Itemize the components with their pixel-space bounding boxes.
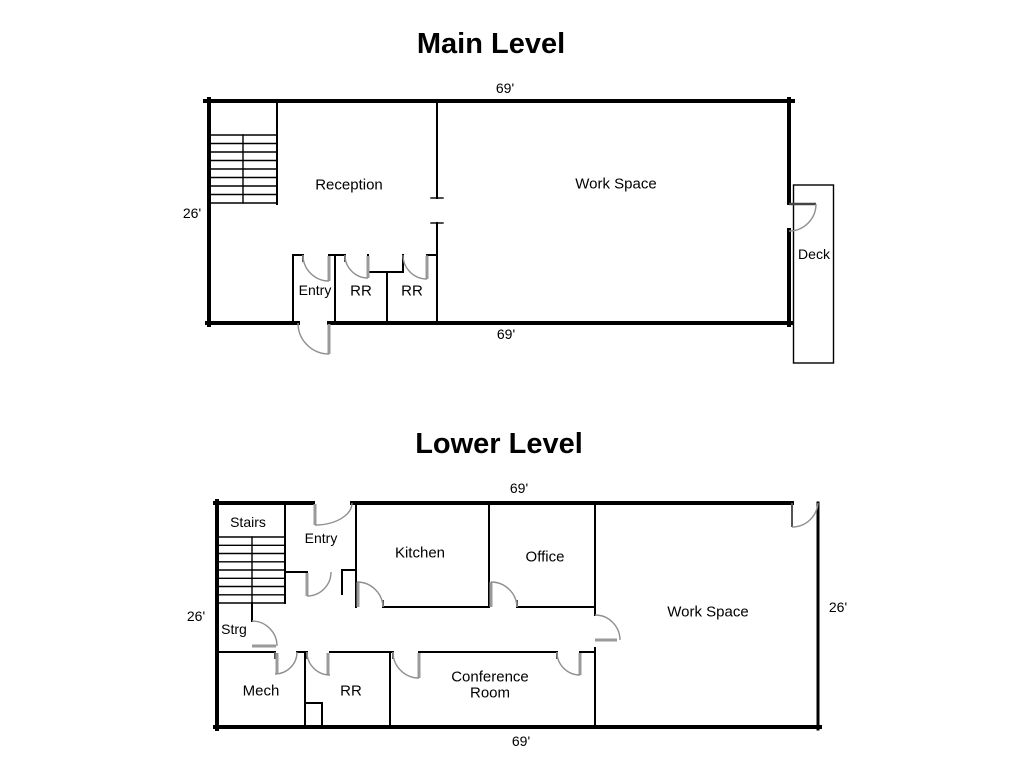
lower-dim-bottom: 69' [512, 733, 530, 749]
door-arc [274, 651, 298, 675]
door-arc [302, 254, 330, 282]
closet-wall [304, 702, 323, 728]
door-arc [392, 651, 420, 679]
room-label-stairs: Stairs [230, 514, 266, 530]
lower-level-plan: Lower Level 69' 69' 26' 26' [187, 428, 847, 749]
room-label-entry-lower: Entry [305, 530, 338, 546]
door-arc [556, 651, 581, 676]
door-arc [791, 502, 819, 528]
room-label-kitchen: Kitchen [395, 545, 445, 562]
room-label-strg: Strg [221, 621, 247, 637]
stair-treads [208, 134, 278, 204]
main-dim-top: 69' [496, 80, 514, 96]
room-label-work-space-main: Work Space [575, 176, 656, 193]
door-arc [297, 322, 330, 355]
main-level-plan: Main Level 69' 69' 26' [183, 28, 835, 364]
room-label-reception: Reception [315, 177, 383, 194]
stair-treads [218, 536, 286, 604]
room-label-office: Office [526, 549, 565, 566]
door-arc [490, 581, 518, 608]
door-arc [594, 614, 621, 641]
door-arc [344, 254, 369, 279]
room-label-rr-2: RR [401, 283, 423, 300]
room-label-rr-1: RR [350, 283, 372, 300]
room-label-rr-lower: RR [340, 683, 362, 700]
door-arc [356, 581, 384, 608]
door-arc [306, 571, 332, 597]
door-arc [314, 502, 353, 526]
lower-dim-right: 26' [829, 599, 847, 615]
lower-dim-left: 26' [187, 608, 205, 624]
room-label-conference-line1: Conference [451, 669, 529, 686]
lower-dim-top: 69' [510, 480, 528, 496]
door-arc [251, 620, 278, 647]
room-label-deck: Deck [798, 246, 831, 262]
room-label-mech: Mech [243, 683, 280, 700]
room-label-entry-main: Entry [299, 282, 332, 298]
room-label-work-space-lower: Work Space [667, 604, 748, 621]
main-level-title: Main Level [417, 28, 565, 60]
door-arc [788, 203, 817, 232]
lower-level-title: Lower Level [415, 428, 583, 460]
main-dim-bottom: 69' [497, 326, 515, 342]
deck-outline [792, 184, 835, 364]
door-arc [402, 254, 428, 280]
door-arc [306, 651, 331, 676]
wall-chase [367, 254, 404, 273]
main-dim-left: 26' [183, 205, 201, 221]
room-label-conference-line2: Room [470, 685, 510, 702]
